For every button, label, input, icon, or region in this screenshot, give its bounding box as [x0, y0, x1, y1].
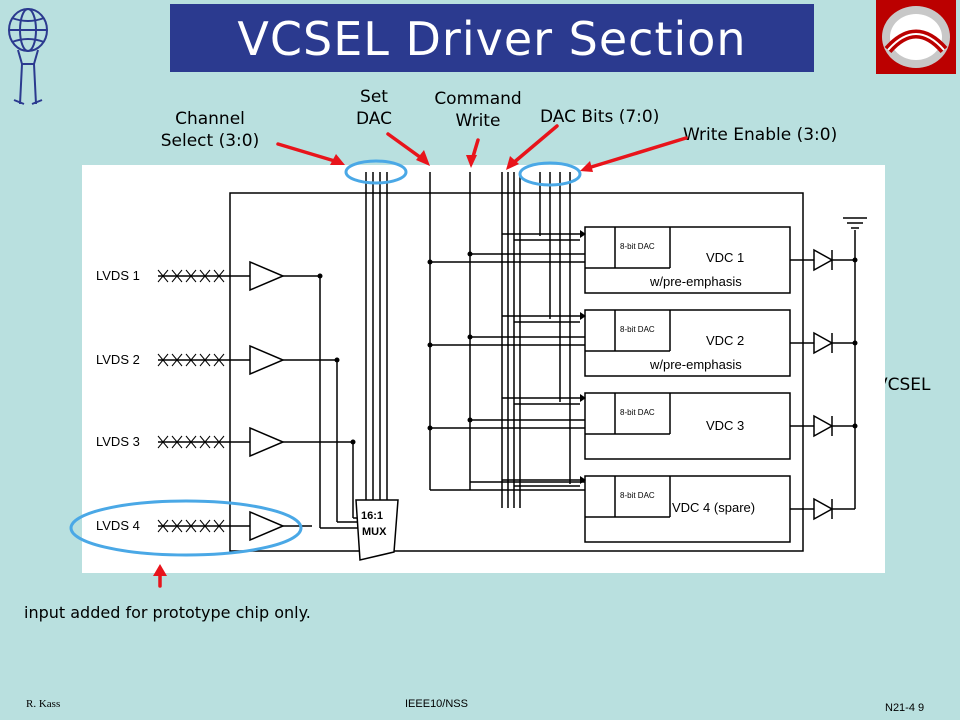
set-dac-label-line2: DAC: [356, 109, 392, 129]
dac-3-label: 8-bit DAC: [620, 408, 655, 417]
channel-select-label-line1: Channel: [175, 109, 245, 129]
command-write-label: Command Write: [428, 88, 528, 132]
write-enable-highlight: [518, 161, 582, 187]
mux-label-1: 16:1: [361, 510, 384, 522]
footer-conference: IEEE10/NSS: [405, 698, 468, 710]
footer-author: R. Kass: [26, 698, 61, 710]
vdc-1-name: VDC 1: [706, 250, 745, 265]
channel-select-label-line2: Select (3:0): [160, 131, 260, 151]
vdc-2-name: VDC 2: [706, 333, 745, 348]
dac-2-label: 8-bit DAC: [620, 325, 655, 334]
lvds-2-label: LVDS 2: [96, 352, 140, 367]
lvds-3-label: LVDS 3: [96, 434, 140, 449]
dac-bits-label: DAC Bits (7:0): [540, 107, 660, 127]
footer-page: N21-4 9: [885, 702, 925, 714]
set-dac-label: Set DAC: [345, 86, 403, 130]
lvds-1-label: LVDS 1: [96, 268, 140, 283]
command-write-label-line2: Write: [455, 111, 501, 131]
vcsel-label: VCSEL: [876, 375, 931, 395]
dac-4-label: 8-bit DAC: [620, 491, 655, 500]
atlas-logo-icon: [8, 8, 48, 105]
chip-outline: [229, 192, 804, 552]
vdc-4-name: VDC 4 (spare): [672, 500, 756, 515]
prototype-note: input added for prototype chip only.: [24, 603, 311, 622]
command-write-label-line1: Command: [434, 89, 522, 109]
set-dac-highlight: [344, 159, 408, 185]
slide-title: VCSEL Driver Section: [170, 4, 814, 72]
set-dac-label-line1: Set: [360, 87, 388, 107]
mux-label-2: MUX: [362, 526, 387, 538]
channel-select-label: Channel Select (3:0): [160, 108, 260, 152]
vdc-2-sub: w/pre-emphasis: [650, 357, 742, 372]
lvds4-highlight: [69, 499, 303, 557]
write-enable-label: Write Enable (3:0): [683, 125, 838, 145]
lvds-4-label: LVDS 4: [96, 518, 140, 533]
vdc-3-name: VDC 3: [706, 418, 745, 433]
ohio-state-logo-icon: [876, 0, 956, 74]
block-diagram: [82, 165, 885, 573]
dac-1-label: 8-bit DAC: [620, 242, 655, 251]
vdc-1-sub: w/pre-emphasis: [650, 274, 742, 289]
